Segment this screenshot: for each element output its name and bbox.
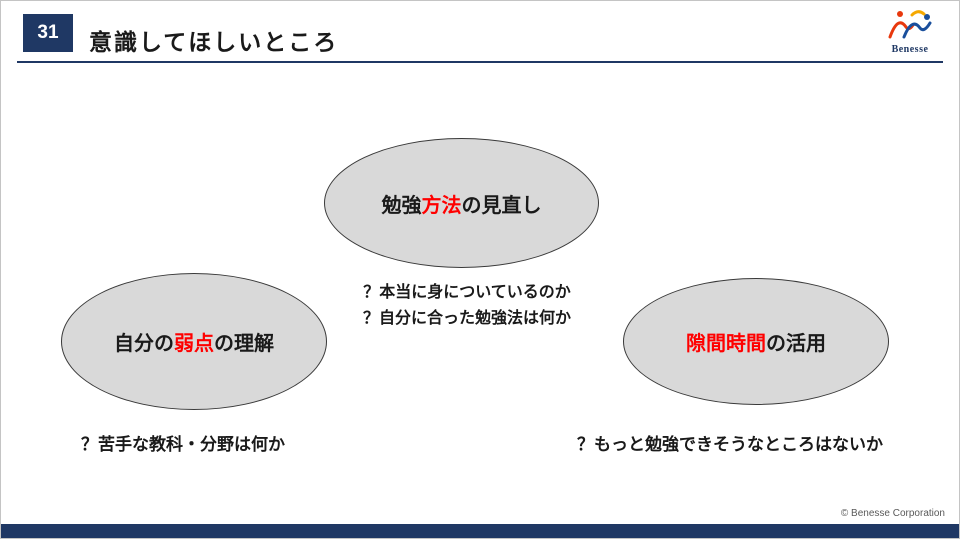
slide-title: 意識してほしいところ xyxy=(89,29,339,55)
label-prefix: 勉強 xyxy=(381,194,422,217)
benesse-logo-wordmark: Benesse xyxy=(891,44,929,55)
slide-number-badge: 31 xyxy=(23,14,73,52)
ellipse-weak-points: 自分の弱点の理解 xyxy=(61,273,327,410)
label-highlight: 隙間時間 xyxy=(686,333,766,355)
ellipse-spare-time-label: 隙間時間の活用 xyxy=(686,327,826,356)
note-center-line2: ？自分に合った勉強法は何か xyxy=(362,310,571,327)
note-center-line1: ？本当に身についているのか xyxy=(363,284,571,301)
benesse-logo-icon xyxy=(882,10,938,45)
label-highlight: 方法 xyxy=(421,194,462,217)
copyright-text: © Benesse Corporation xyxy=(840,508,945,519)
slide-number-text: 31 xyxy=(37,22,59,43)
ellipse-weak-points-label: 自分の弱点の理解 xyxy=(114,327,274,356)
label-suffix: の理解 xyxy=(214,333,274,355)
note-left: ？苦手な教科・分野は何か xyxy=(81,435,285,454)
benesse-logo: Benesse xyxy=(877,7,943,55)
note-center: ？本当に身についているのか ？自分に合った勉強法は何か xyxy=(311,280,623,332)
bottom-accent-bar xyxy=(1,524,959,538)
title-divider xyxy=(17,61,943,63)
label-suffix: の活用 xyxy=(766,333,826,355)
label-suffix: の見直し xyxy=(461,194,542,217)
note-right: ？もっと勉強できそうなところはないか xyxy=(577,435,883,454)
ellipse-study-method: 勉強方法の見直し xyxy=(324,138,599,268)
label-highlight: 弱点 xyxy=(174,333,214,355)
label-prefix: 自分の xyxy=(114,333,174,355)
ellipse-spare-time: 隙間時間の活用 xyxy=(623,278,889,405)
ellipse-study-method-label: 勉強方法の見直し xyxy=(382,189,542,218)
